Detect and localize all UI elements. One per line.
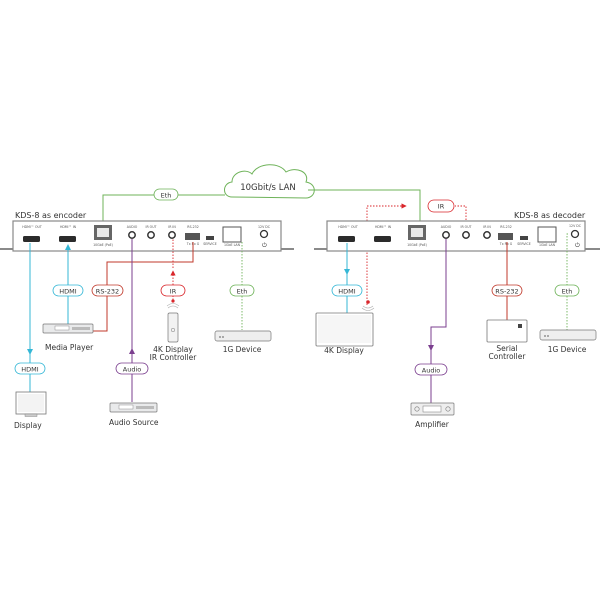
serial-controller-label-line2: Controller [489, 352, 527, 361]
display-icon [15, 391, 47, 417]
decoder-hdmi-out-link: HDMI [331, 243, 363, 313]
ir-remote-icon [166, 303, 180, 343]
hdmi-tag: HDMI [338, 288, 356, 296]
svg-text:HDMI™ IN: HDMI™ IN [375, 225, 392, 229]
hdmi-tag: HDMI [21, 366, 39, 374]
serial-controller-icon [486, 319, 528, 343]
decoder-unit: KDS-8 as decoder HDMI™ OUT HDMI™ IN 10Gb… [314, 211, 600, 252]
rs232-tag: RS-232 [96, 288, 119, 296]
hdmi-tag: HDMI [59, 288, 77, 296]
decoder-audio-link: Audio [414, 239, 448, 404]
dc-label: 12V DC [258, 225, 271, 229]
hdmi-in-port [374, 236, 391, 242]
display-label: Display [14, 421, 42, 430]
power-symbol-icon: ⏻ [262, 242, 267, 249]
amplifier-label: Amplifier [415, 420, 450, 429]
audio-source-label: Audio Source [109, 418, 159, 427]
svg-text:SERVICE: SERVICE [517, 242, 530, 246]
power-symbol-icon: ⏻ [575, 242, 580, 249]
media-player-icon [42, 323, 94, 334]
encoder-title: KDS-8 as encoder [15, 211, 87, 220]
svg-text:AUDIO: AUDIO [441, 225, 452, 229]
eth-tag: Eth [161, 192, 172, 200]
decoder-title: KDS-8 as decoder [514, 211, 586, 220]
service-port [206, 236, 214, 240]
encoder-audio-link: Audio [115, 239, 149, 402]
hdmi-in-port [59, 236, 76, 242]
ir-emitter-icon [361, 300, 375, 311]
audio-label: AUDIO [127, 225, 138, 229]
poe-label: 10GbE (PoE) [93, 243, 113, 247]
ir-in-label: IR IN [168, 225, 176, 229]
dc-jack [259, 229, 269, 239]
hdmi-in-label: HDMI™ IN [60, 225, 77, 229]
svg-text:IR IN: IR IN [483, 225, 491, 229]
lan-cloud: 10Gbit/s LAN [224, 164, 315, 199]
service-port [520, 236, 528, 240]
amplifier-icon [410, 402, 455, 416]
lan-label: 10Gbit/s LAN [240, 183, 296, 193]
ir-in-jack [483, 231, 491, 239]
ir-controller-label-line2: IR Controller [150, 353, 198, 362]
ir-out-jack [147, 231, 155, 239]
decoder-rs232-link: RS-232 [491, 242, 523, 320]
svg-text:IR OUT: IR OUT [461, 225, 472, 229]
ir-in-jack [168, 231, 176, 239]
audio-jack [128, 231, 136, 239]
encoder-eth-link: Eth [229, 242, 255, 330]
svg-text:RS-232: RS-232 [500, 225, 511, 229]
ir-link-decoder: IR [366, 199, 467, 305]
svg-text:1GbE LAN: 1GbE LAN [539, 243, 556, 247]
decoder-1g-device-label: 1G Device [548, 345, 587, 354]
encoder-1g-device-label: 1G Device [223, 345, 262, 354]
hdmi-out-port [23, 236, 40, 242]
service-label: SERVICE [203, 242, 216, 246]
serial-controller-label-line1: Serial [496, 344, 517, 353]
encoder-hdmi-out-link: HDMI [14, 243, 46, 395]
rs232-label: RS-232 [187, 225, 198, 229]
lan-port [537, 226, 557, 243]
hdmi-out-label: HDMI™ OUT [22, 225, 42, 229]
audio-tag: Audio [123, 366, 141, 374]
svg-text:Tx Rx G: Tx Rx G [499, 242, 513, 246]
display-4k-label: 4K Display [324, 346, 364, 355]
eth-tag: Eth [562, 288, 573, 296]
ir-controller-label-line1: 4K Display [153, 345, 193, 354]
ir-tag: IR [438, 203, 445, 211]
encoder-rs232-link: RS-232 [91, 242, 194, 332]
ir-out-jack [462, 231, 470, 239]
encoder-unit: KDS-8 as encoder HDMI™ OUT HDMI™ IN 10Gb… [0, 211, 294, 252]
encoder-hdmi-in-link: HDMI [52, 244, 84, 330]
audio-source-icon [109, 402, 158, 413]
media-player-label: Media Player [45, 343, 94, 352]
hdmi-out-port [338, 236, 355, 242]
svg-text:HDMI™ OUT: HDMI™ OUT [338, 225, 358, 229]
display-4k-icon [315, 312, 374, 347]
lan-port [222, 226, 242, 243]
encoder-1g-device-icon [214, 330, 272, 342]
audio-tag: Audio [422, 367, 440, 375]
svg-text:12V DC: 12V DC [569, 224, 582, 228]
decoder-eth-link: Eth [554, 233, 580, 330]
encoder-ir-link: IR [160, 239, 186, 303]
dc-jack [570, 229, 580, 239]
audio-jack [442, 231, 450, 239]
rs232-terminal [185, 233, 200, 240]
ir-out-label: IR OUT [146, 225, 157, 229]
svg-text:10GbE (PoE): 10GbE (PoE) [407, 243, 427, 247]
rs232-tag: RS-232 [495, 288, 518, 296]
eth-uplink-encoder: Eth [102, 188, 225, 229]
eth-uplink-decoder [308, 189, 421, 229]
rs232-terminal [498, 233, 513, 240]
ir-tag: IR [170, 288, 177, 296]
eth-tag: Eth [237, 288, 248, 296]
decoder-1g-device-icon [539, 329, 597, 341]
lan-label: 1GbE LAN [224, 243, 241, 247]
